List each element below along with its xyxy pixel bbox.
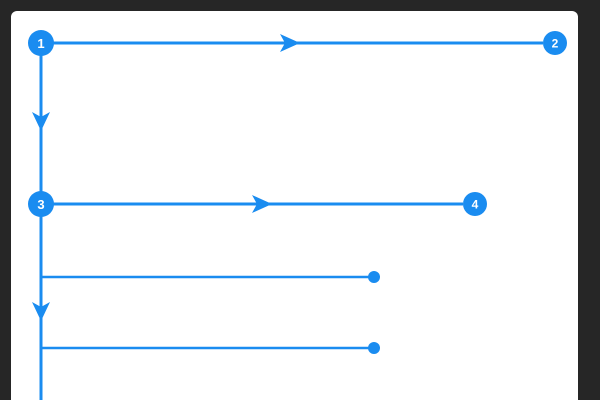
down-arrow-lower-icon (32, 302, 50, 321)
node-2[interactable]: 2 (543, 31, 567, 55)
node-1[interactable]: 1 (28, 30, 54, 56)
node-4[interactable]: 4 (463, 192, 487, 216)
node-1-label: 1 (37, 36, 44, 51)
right-arrow-icon-edge3 (252, 195, 272, 213)
right-arrow-icon-edge1 (280, 34, 300, 52)
down-arrow-upper-icon (32, 112, 50, 131)
flow-diagram: 1 2 3 4 (28, 30, 567, 400)
node-1-circle[interactable] (28, 30, 54, 56)
node-3-label: 3 (37, 197, 44, 212)
node-2-circle[interactable] (543, 31, 567, 55)
diagram-canvas: 1 2 3 4 (11, 11, 578, 400)
node-3-circle[interactable] (28, 191, 54, 217)
branch-lower-endpoint-dot (368, 342, 380, 354)
branch-upper-endpoint-dot (368, 271, 380, 283)
node-2-label: 2 (552, 37, 559, 51)
node-3[interactable]: 3 (28, 191, 54, 217)
node-4-circle[interactable] (463, 192, 487, 216)
node-4-label: 4 (472, 198, 479, 212)
